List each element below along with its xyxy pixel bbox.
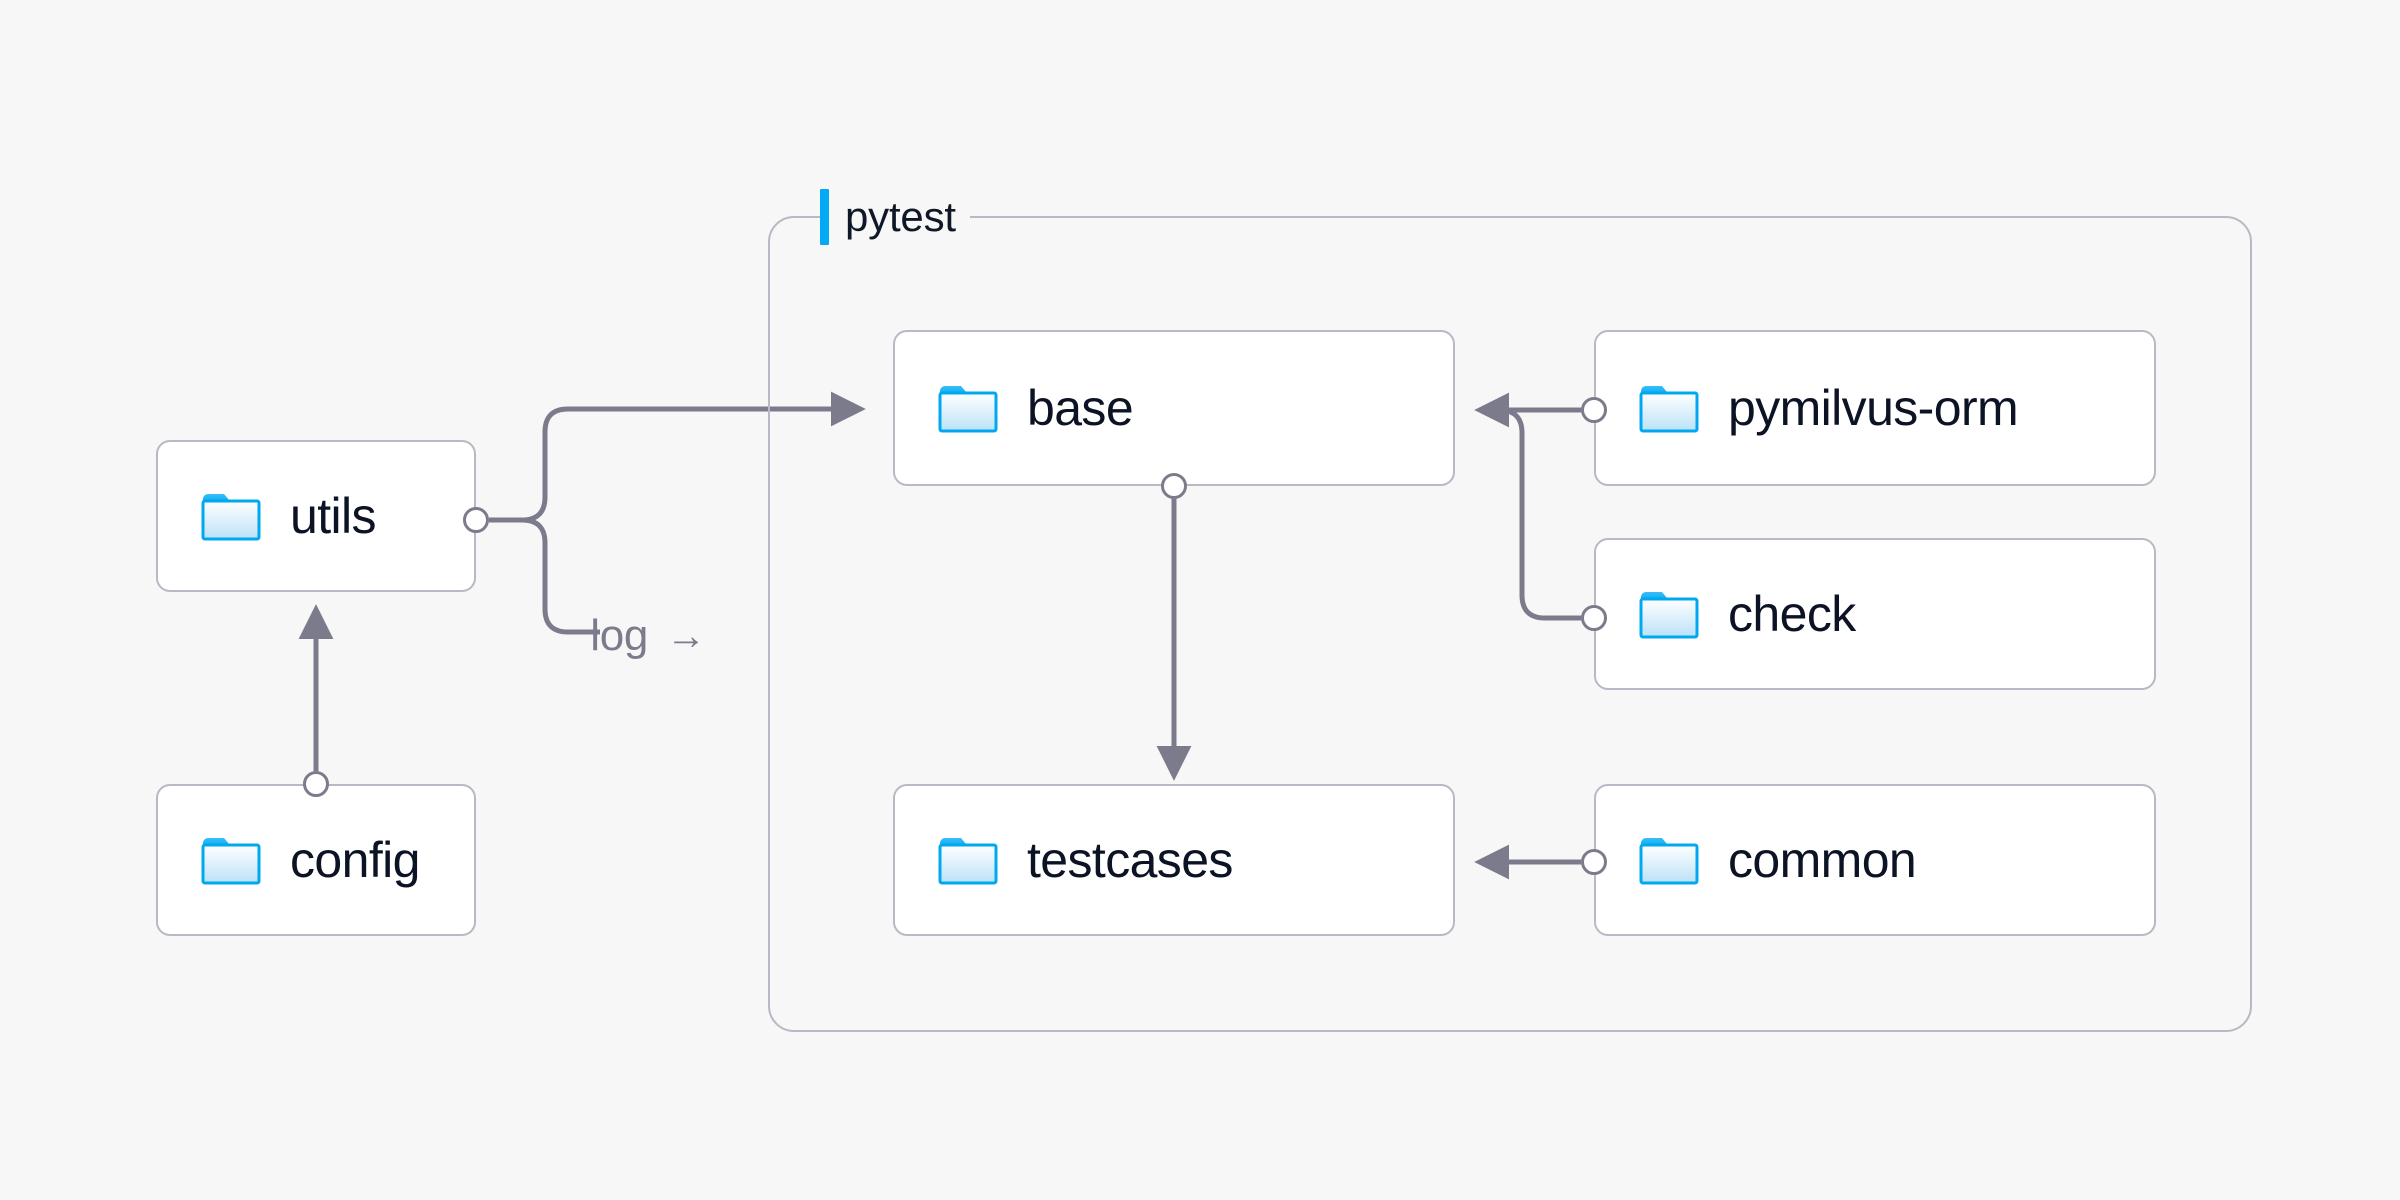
edge-utils-to-log xyxy=(489,517,600,635)
node-label-common: common xyxy=(1728,832,1917,888)
folder-icon xyxy=(201,494,261,541)
node-label-testcases: testcases xyxy=(1027,832,1233,888)
folder-icon xyxy=(1639,386,1699,433)
port-pymilvus-left[interactable] xyxy=(1581,397,1607,423)
edge-label-log: log → xyxy=(590,611,706,661)
port-check-left[interactable] xyxy=(1581,605,1607,631)
node-check[interactable]: check xyxy=(1594,538,2156,690)
folder-icon xyxy=(1639,838,1699,885)
node-label-config: config xyxy=(290,832,420,888)
edge-label-log-text: log xyxy=(590,611,649,660)
node-base[interactable]: base xyxy=(893,330,1455,486)
node-testcases[interactable]: testcases xyxy=(893,784,1455,936)
node-pymilvus-orm[interactable]: pymilvus-orm xyxy=(1594,330,2156,486)
folder-icon xyxy=(938,838,998,885)
node-label-utils: utils xyxy=(290,488,377,544)
folder-icon xyxy=(201,838,261,885)
group-label-text: pytest xyxy=(845,193,956,240)
pytest-group-label: pytest xyxy=(820,188,970,246)
port-utils-right[interactable] xyxy=(463,507,489,533)
node-label-base: base xyxy=(1027,380,1134,436)
port-base-bottom[interactable] xyxy=(1161,473,1187,499)
folder-icon xyxy=(1639,592,1699,639)
group-accent-bar xyxy=(820,189,829,245)
port-common-left[interactable] xyxy=(1581,849,1607,875)
arrow-right-icon: → xyxy=(666,614,706,658)
node-label-pymilvus-orm: pymilvus-orm xyxy=(1728,380,2019,436)
folder-icon xyxy=(938,386,998,433)
node-label-check: check xyxy=(1728,586,1856,642)
node-common[interactable]: common xyxy=(1594,784,2156,936)
port-config-top[interactable] xyxy=(303,771,329,797)
node-config[interactable]: config xyxy=(156,784,476,936)
pytest-group-container[interactable] xyxy=(768,216,2252,1032)
node-utils[interactable]: utils xyxy=(156,440,476,592)
